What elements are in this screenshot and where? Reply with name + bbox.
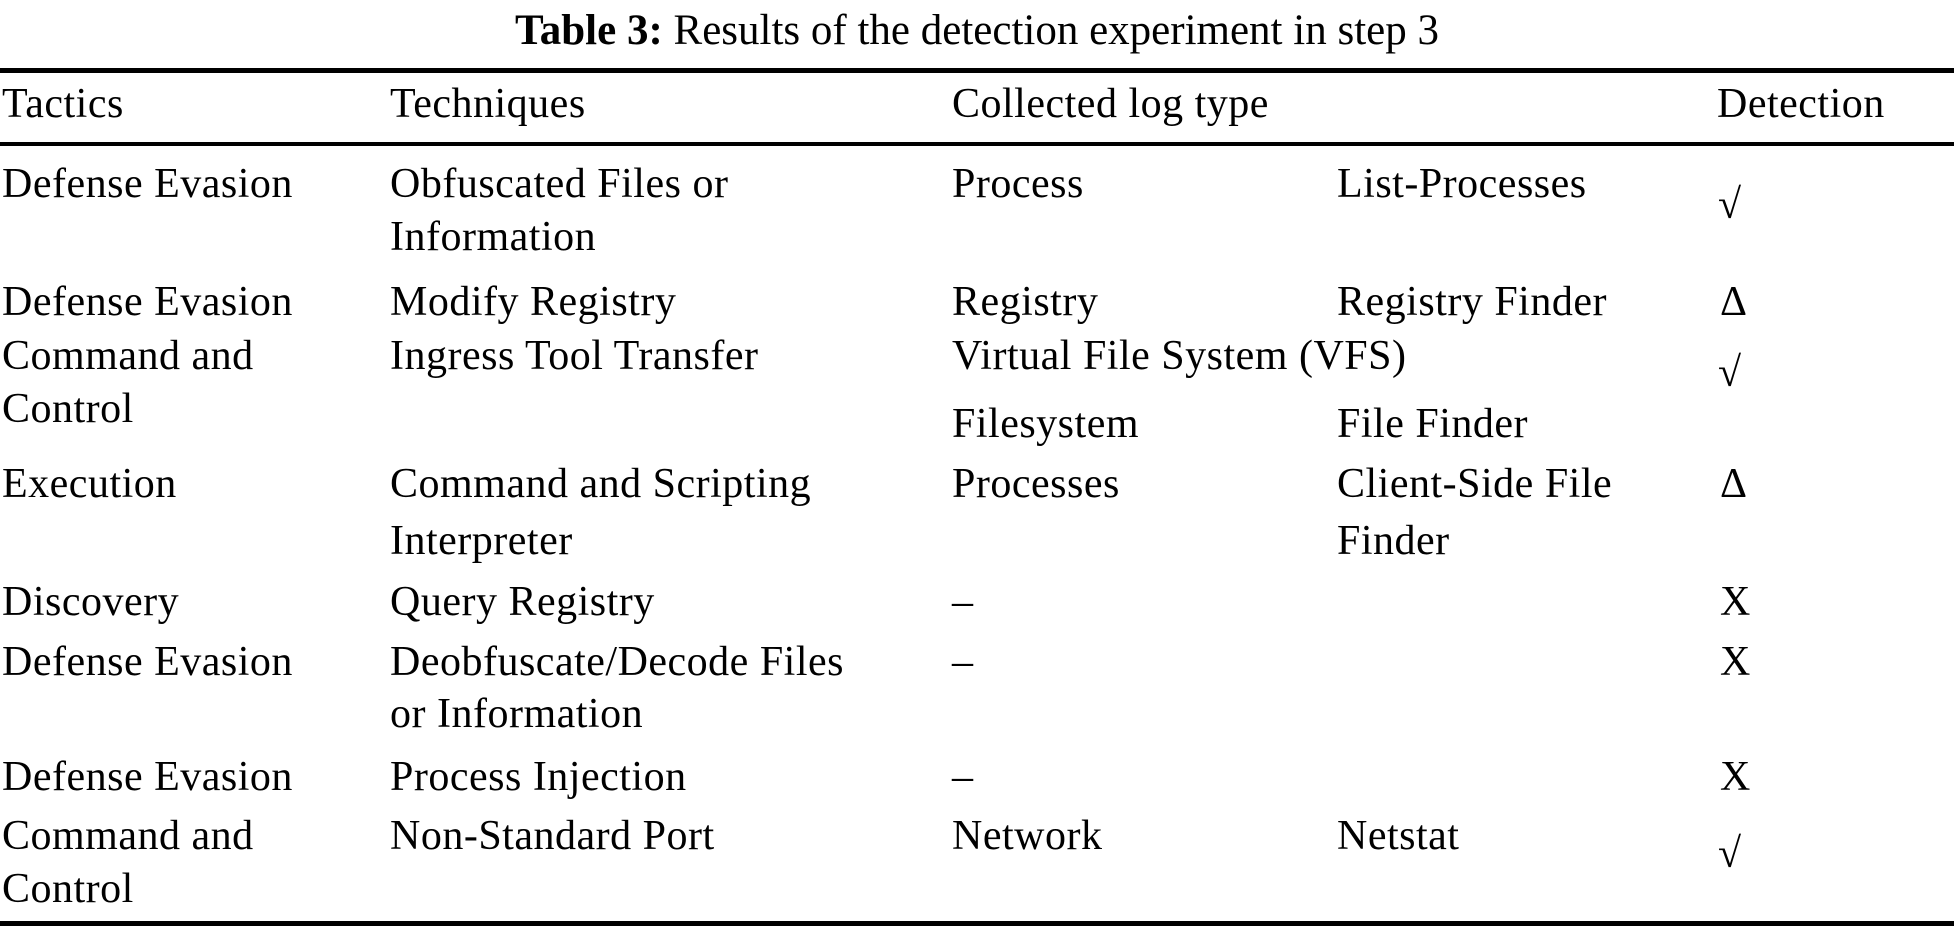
cell-tactics: Defense Evasion xyxy=(2,639,293,685)
cell-technique: Query Registry xyxy=(390,579,655,625)
cell-tactics: Defense Evasion xyxy=(2,161,293,207)
cell-technique: Obfuscated Files or xyxy=(390,161,729,207)
cell-log-tool: Registry Finder xyxy=(1337,279,1607,325)
cell-log-type-line2: Filesystem xyxy=(952,401,1140,447)
table-caption-label: Table 3: xyxy=(515,7,663,54)
cell-log-tool: Netstat xyxy=(1337,813,1460,859)
cell-technique: Deobfuscate/Decode Files xyxy=(390,639,845,685)
cell-tactics-line2: Control xyxy=(2,866,134,912)
detection-x-icon: X xyxy=(1720,639,1751,685)
cell-technique: Modify Registry xyxy=(390,279,677,325)
cell-tactics: Defense Evasion xyxy=(2,754,293,800)
column-header-log-type: Collected log type xyxy=(952,81,1269,127)
top-rule xyxy=(0,68,1954,73)
detection-check-icon: √ xyxy=(1718,182,1742,228)
detection-triangle-icon: Δ xyxy=(1720,279,1748,325)
cell-log-tool-line2: Finder xyxy=(1337,518,1450,564)
cell-tactics: Discovery xyxy=(2,579,180,625)
cell-technique: Non-Standard Port xyxy=(390,813,715,859)
detection-x-icon: X xyxy=(1720,579,1751,625)
cell-technique-line2: Information xyxy=(390,214,597,260)
cell-technique: Command and Scripting xyxy=(390,461,812,507)
cell-log-type: Registry xyxy=(952,279,1099,325)
cell-tactics: Defense Evasion xyxy=(2,279,293,325)
cell-tactics: Command and xyxy=(2,813,254,859)
cell-log-type-dash: – xyxy=(952,754,974,800)
cell-log-type: Process xyxy=(952,161,1084,207)
cell-log-tool-line2: File Finder xyxy=(1337,401,1528,447)
column-header-tactics: Tactics xyxy=(2,81,124,127)
detection-check-icon: √ xyxy=(1718,350,1742,396)
detection-x-icon: X xyxy=(1720,754,1751,800)
cell-log-tool: Client-Side File xyxy=(1337,461,1613,507)
cell-technique: Process Injection xyxy=(390,754,687,800)
table-caption-text: Results of the detection experiment in s… xyxy=(673,7,1439,54)
cell-log-type-dash: – xyxy=(952,639,974,685)
header-rule xyxy=(0,142,1954,146)
column-header-techniques: Techniques xyxy=(390,81,586,127)
cell-log-type: Network xyxy=(952,813,1103,859)
cell-log-tool: List-Processes xyxy=(1337,161,1587,207)
cell-log-type: Processes xyxy=(952,461,1120,507)
detection-check-icon: √ xyxy=(1718,831,1742,877)
column-header-detection: Detection xyxy=(1717,81,1885,127)
cell-log-type-dash: – xyxy=(952,579,974,625)
detection-triangle-icon: Δ xyxy=(1720,461,1748,507)
cell-tactics: Command and xyxy=(2,333,254,379)
cell-technique-line2: or Information xyxy=(390,691,644,737)
cell-log-type-spanning: Virtual File System (VFS) xyxy=(952,333,1407,379)
bottom-rule xyxy=(0,921,1954,926)
cell-technique: Ingress Tool Transfer xyxy=(390,333,759,379)
cell-tactics-line2: Control xyxy=(2,386,134,432)
cell-tactics: Execution xyxy=(2,461,177,507)
cell-technique-line2: Interpreter xyxy=(390,518,573,564)
table-caption: Table 3: Results of the detection experi… xyxy=(0,8,1954,54)
